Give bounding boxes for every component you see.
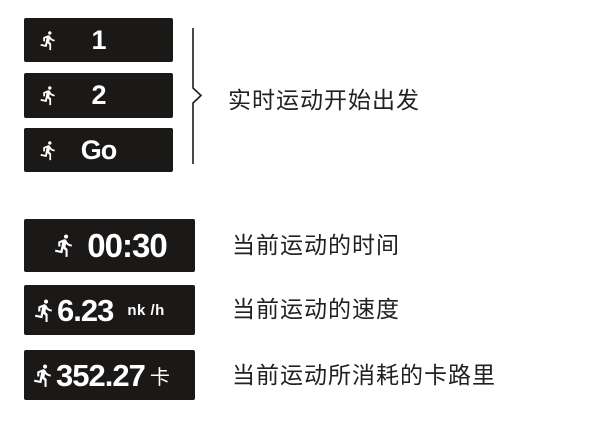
band-screen-speed: 6.23 nk /h <box>24 285 195 335</box>
screen-value: Go <box>80 134 118 165</box>
screen-value: 352.27 <box>56 357 146 393</box>
sequence-group-label: 实时运动开始出发 <box>228 87 420 113</box>
metric-label-speed: 当前运动的速度 <box>232 296 400 322</box>
band-screen-countdown-go: Go <box>24 128 173 172</box>
metric-label-time: 当前运动的时间 <box>232 232 400 258</box>
band-screen-countdown-2: 2 <box>24 73 173 118</box>
screen-unit: 卡 <box>149 366 170 389</box>
screen-value: 1 <box>91 24 106 55</box>
screen-value: 2 <box>91 80 106 110</box>
band-screen-time: 00:30 <box>24 219 195 272</box>
screen-unit: nk /h <box>127 301 165 319</box>
runner-icon <box>32 298 57 323</box>
screen-value: 00:30 <box>87 227 167 264</box>
metric-label-calories: 当前运动所消耗的卡路里 <box>232 362 496 388</box>
band-screen-calories: 352.27 卡 <box>24 350 195 400</box>
group-bracket <box>192 28 203 164</box>
screen-value: 6.23 <box>57 292 114 328</box>
runner-icon <box>31 363 56 388</box>
runner-icon <box>52 233 77 258</box>
band-screen-countdown-1: 1 <box>24 18 173 62</box>
